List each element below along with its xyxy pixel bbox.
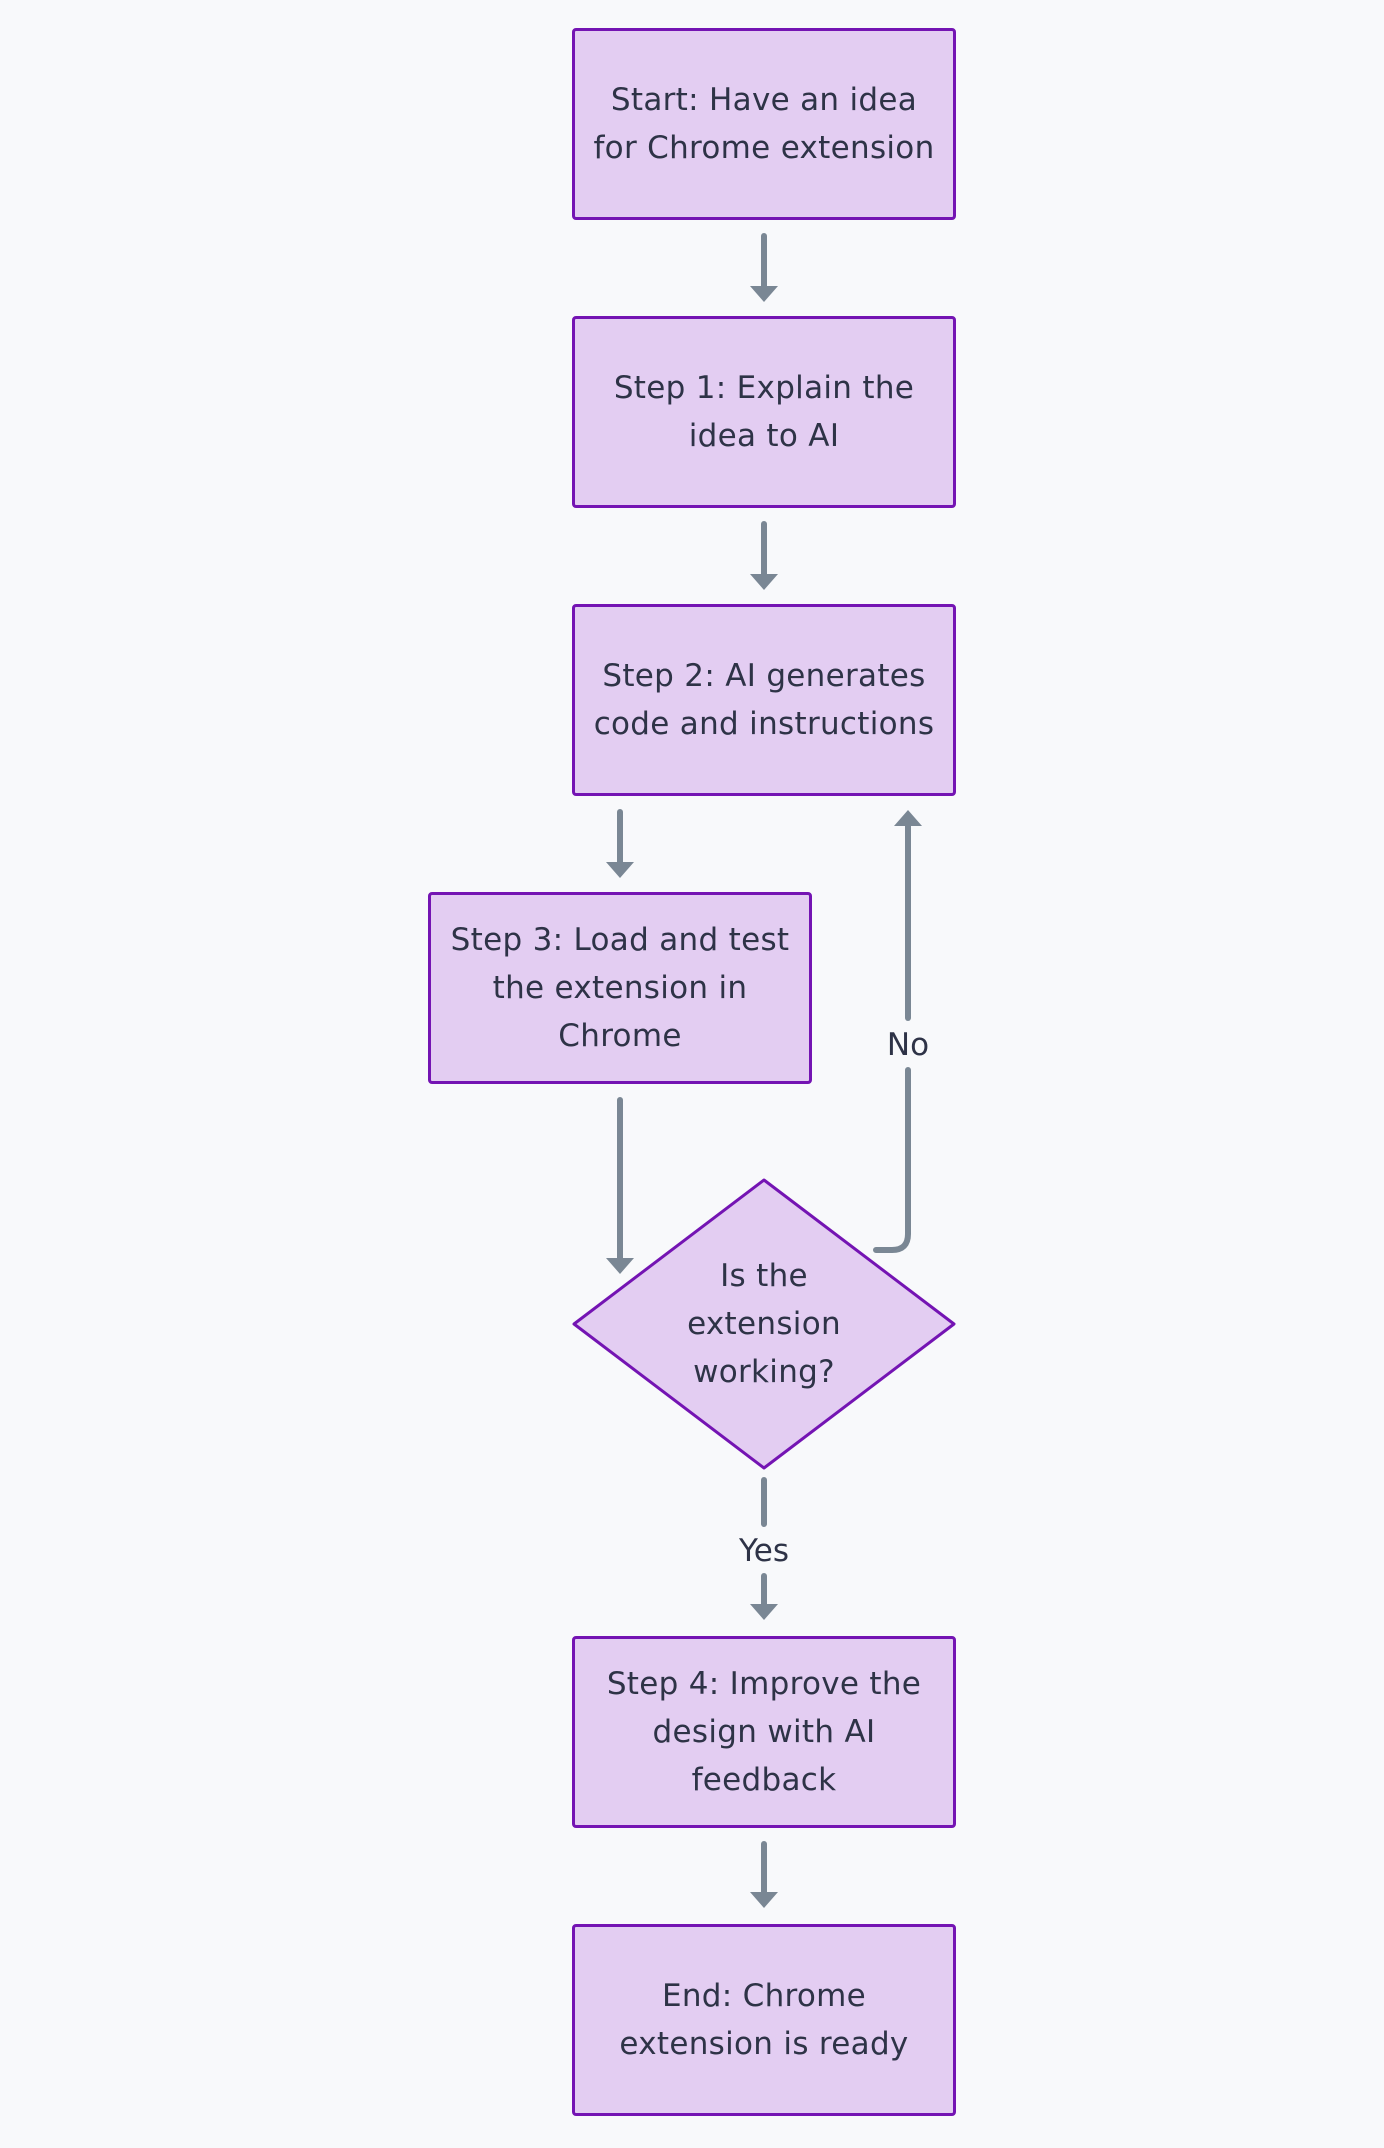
edge-step1-to-step2 [750, 521, 778, 590]
start-node: Start: Have an idea for Chrome extension [572, 28, 956, 220]
step3-node-label: Step 3: Load and test the extension in C… [450, 922, 790, 1054]
edge-label-yes: Yes [734, 1529, 794, 1573]
step1-node-label: Step 1: Explain the idea to AI [613, 370, 915, 454]
start-node-label: Start: Have an idea for Chrome extension [593, 82, 935, 166]
edge-label-no: No [882, 1023, 934, 1067]
edge-start-to-step1 [750, 233, 778, 302]
edge-step3-to-decision [606, 1097, 634, 1274]
end-node-label: End: Chrome extension is ready [619, 1978, 909, 2062]
edge-step2-to-step3 [606, 809, 634, 878]
edge-decision-to-step2-no [873, 810, 922, 1253]
edge-decision-to-step4-yes [750, 1477, 778, 1620]
step2-node-label: Step 2: AI generates code and instructio… [593, 658, 935, 742]
decision-diamond [572, 1178, 956, 1470]
step4-node: Step 4: Improve the design with AI feedb… [572, 1636, 956, 1828]
end-node: End: Chrome extension is ready [572, 1924, 956, 2116]
step3-node: Step 3: Load and test the extension in C… [428, 892, 812, 1084]
decision-node-label: Is the extension working? [687, 1258, 841, 1390]
step4-node-label: Step 4: Improve the design with AI feedb… [606, 1666, 922, 1798]
step1-node: Step 1: Explain the idea to AI [572, 316, 956, 508]
edge-step4-to-end [750, 1841, 778, 1908]
step2-node: Step 2: AI generates code and instructio… [572, 604, 956, 796]
